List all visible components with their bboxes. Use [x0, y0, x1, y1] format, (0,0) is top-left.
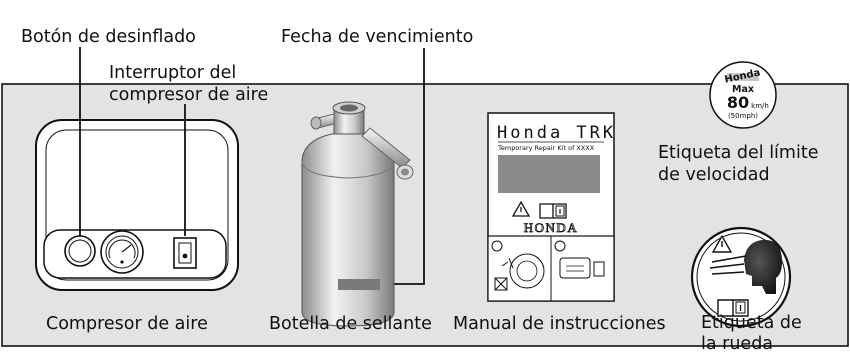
instruction-manual-illustration	[487, 112, 615, 302]
sealant-bottle-caption: Botella de sellante	[269, 314, 432, 334]
speed-sticker-max: Max	[732, 84, 754, 95]
deflate-button-callout: Botón de desinflado	[21, 27, 196, 47]
speed-sticker-unit: km/h	[751, 102, 769, 110]
compressor-caption: Compresor de aire	[46, 314, 208, 334]
speed-label-caption: Etiqueta del límite de velocidad	[658, 143, 819, 185]
callout-line-expiration	[384, 48, 425, 285]
wheel-label-caption: Etiqueta de la rueda	[701, 313, 802, 354]
speed-sticker-mph: (50mph)	[728, 112, 758, 120]
wheel-label-illustration	[690, 226, 792, 328]
expiration-date-callout: Fecha de vencimiento	[281, 27, 474, 47]
expiration-date-mark	[338, 279, 380, 290]
sealant-bottle-illustration	[301, 101, 414, 327]
manual-grey-box	[498, 155, 600, 193]
speed-limit-sticker-illustration	[709, 61, 777, 129]
manual-subtitle: Temporary Repair Kit of XXXX	[497, 144, 595, 152]
book-info-icon	[539, 203, 567, 219]
compressor-switch-callout: Interruptor del compresor de aire	[109, 63, 269, 105]
manual-title: Honda TRK	[497, 123, 616, 143]
manual-caption: Manual de instrucciones	[453, 314, 666, 334]
person-head-icon	[744, 239, 782, 294]
air-compressor-illustration	[35, 119, 239, 291]
manual-brand: HONDA	[524, 220, 578, 235]
wheel-book-info-icon	[717, 299, 749, 317]
speed-sticker-speed: 80	[727, 93, 749, 112]
